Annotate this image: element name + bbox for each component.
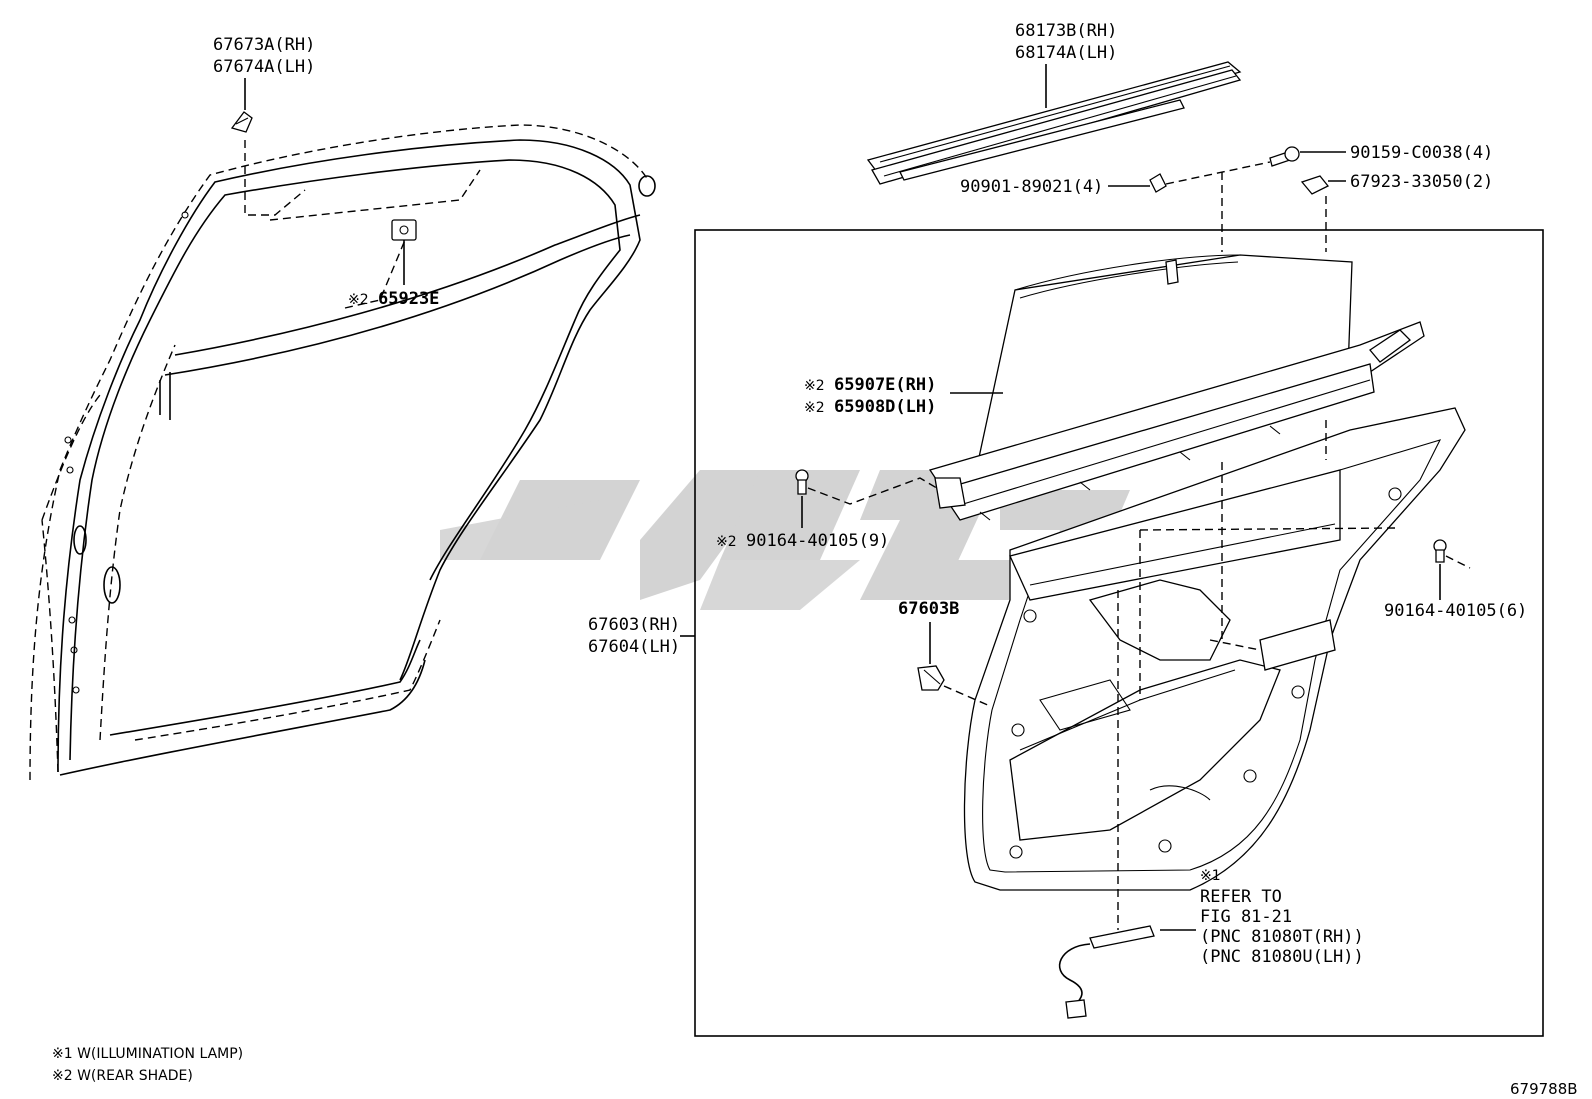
- clip-right-part: [1300, 175, 1330, 195]
- glass-run-part: [866, 61, 1242, 185]
- leader-dash: [1139, 527, 1396, 531]
- door-frame: [29, 124, 656, 781]
- weatherstrip-lh-label: 67674A(LH): [213, 57, 315, 77]
- bracket-part: [391, 219, 417, 241]
- clip-right-label: 67923-33050(2): [1350, 172, 1493, 192]
- bolt-left-note-mark: ※2: [716, 534, 737, 550]
- shade-note-mark-1: ※2: [804, 378, 825, 394]
- shade-lh-label: 65908D(LH): [834, 397, 936, 417]
- board-rh-label: 67603(RH): [588, 615, 680, 635]
- clip-top-part: [1149, 173, 1167, 193]
- footnote-2: ※2 W(REAR SHADE): [52, 1068, 193, 1084]
- footnote-1: ※1 W(ILLUMINATION LAMP): [52, 1046, 243, 1062]
- screw-part: [1269, 146, 1300, 167]
- leader-dash: [1445, 555, 1471, 569]
- shade-rh-label: 65907E(RH): [834, 375, 936, 395]
- figure-code: 679788B: [1510, 1080, 1578, 1098]
- weatherstrip-rh-label: 67673A(RH): [213, 35, 315, 55]
- screw-label: 90159-C0038(4): [1350, 143, 1493, 163]
- assembly-box: [694, 229, 1544, 1037]
- clip-board-label: 67603B: [898, 599, 959, 619]
- bracket-note-mark: ※2: [348, 292, 369, 308]
- leader-dash: [1209, 639, 1261, 651]
- glass-run-rh-label: 68173B(RH): [1015, 21, 1117, 41]
- leader-dash: [1165, 161, 1271, 185]
- refer-line-3: (PNC 81080T(RH)): [1200, 927, 1364, 947]
- shade-note-mark-2: ※2: [804, 400, 825, 416]
- clip-top-label: 90901-89021(4): [960, 177, 1103, 197]
- board-lh-label: 67604(LH): [588, 637, 680, 657]
- glass-run-lh-label: 68174A(LH): [1015, 43, 1117, 63]
- illumination-lamp-wire-part: [1058, 925, 1155, 1019]
- leader-dash: [943, 685, 991, 707]
- refer-line-4: (PNC 81080U(LH)): [1200, 947, 1364, 967]
- rear-shade-part: [928, 254, 1425, 521]
- clip-board-part: [917, 665, 945, 691]
- bolt-right-part: [1433, 539, 1447, 563]
- refer-line-2: FIG 81-21: [1200, 907, 1292, 927]
- bolt-right-label: 90164-40105(6): [1384, 601, 1527, 621]
- bolt-left-label: 90164-40105(9): [746, 531, 889, 551]
- leader-dash: [807, 477, 941, 505]
- weatherstrip-clip-part: [230, 111, 253, 133]
- bolt-left-part: [795, 469, 809, 495]
- refer-note-mark: ※1: [1200, 868, 1221, 884]
- bracket-label: 65923E: [378, 289, 439, 309]
- refer-line-1: REFER TO: [1200, 887, 1282, 907]
